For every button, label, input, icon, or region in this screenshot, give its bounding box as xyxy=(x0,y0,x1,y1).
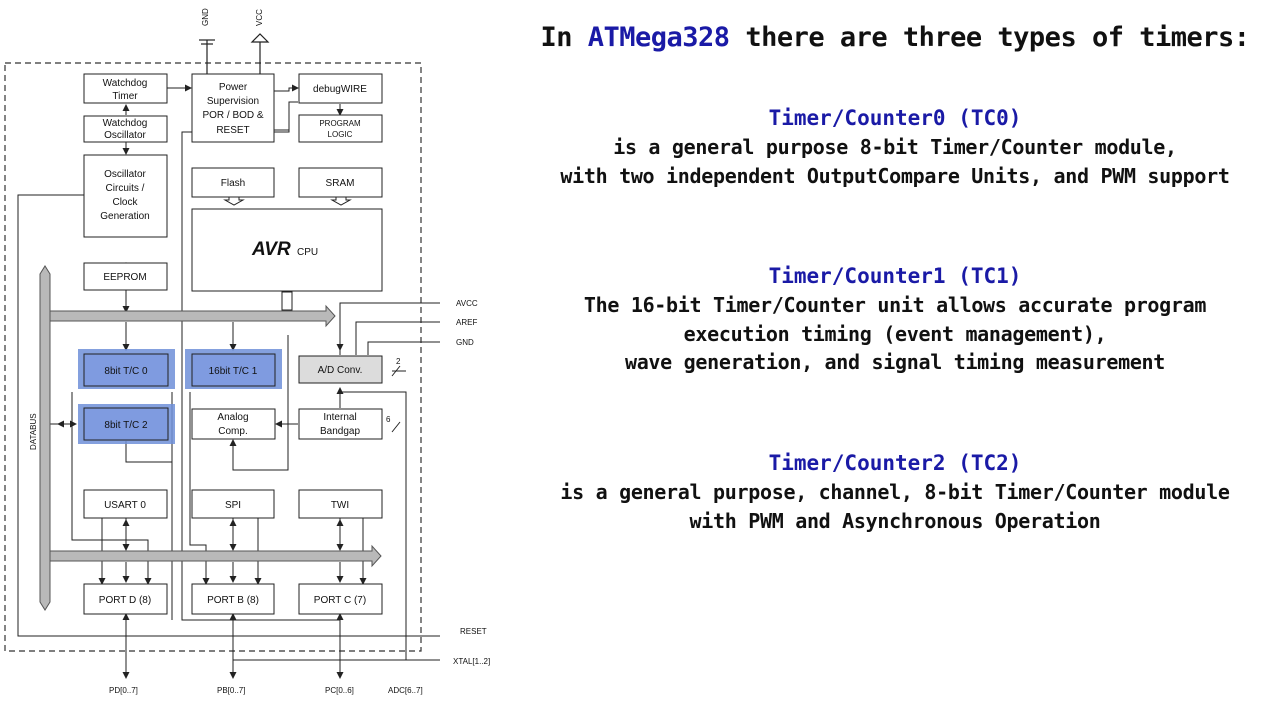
sram-label: SRAM xyxy=(326,178,355,189)
timer2-line-2: with PWM and Asynchronous Operation xyxy=(689,508,1101,533)
tc1-block xyxy=(191,353,276,387)
title-prefix: In xyxy=(540,22,588,53)
databus-label: DATABUS xyxy=(29,413,38,450)
timer2-section: Timer/Counter2 (TC2) is a general purpos… xyxy=(510,449,1280,535)
atmega328-block-diagram: GND VCC xyxy=(4,8,490,695)
twi-block xyxy=(298,489,383,519)
adc-label: A/D Conv. xyxy=(318,365,363,376)
sram-block xyxy=(298,167,383,198)
osc-circuits-block xyxy=(83,154,168,238)
flash-label: Flash xyxy=(221,178,245,189)
analog-comp-label-2: Comp. xyxy=(218,426,247,437)
analog-comp-label-1: Analog xyxy=(217,412,248,423)
analog-comp-block xyxy=(191,408,276,440)
xtal-label: XTAL[1..2] xyxy=(453,657,490,666)
timer0-heading: Timer/Counter0 (TC0) xyxy=(768,106,1022,130)
avr-logo: AVR xyxy=(251,239,291,260)
debugwire-block xyxy=(298,73,383,104)
osc-label-3: Clock xyxy=(112,197,138,208)
watchdog-osc-label-1: Watchdog xyxy=(103,118,148,129)
cpu-block xyxy=(191,208,383,292)
timer1-heading: Timer/Counter1 (TC1) xyxy=(768,264,1022,288)
osc-label-1: Oscillator xyxy=(104,169,146,180)
timer2-heading: Timer/Counter2 (TC2) xyxy=(768,451,1022,475)
agnd-label: GND xyxy=(456,338,474,347)
reset-label: RESET xyxy=(460,627,487,636)
portc-label: PORT C (7) xyxy=(314,595,366,606)
blocks xyxy=(83,73,383,615)
watchdog-osc-label-2: Oscillator xyxy=(104,130,146,141)
tc2-label: 8bit T/C 2 xyxy=(104,420,148,431)
timer0-line-1: is a general purpose 8-bit Timer/Counter… xyxy=(613,135,1177,159)
aref-label: AREF xyxy=(456,318,477,327)
page-title: In ATMega328 there are three types of ti… xyxy=(510,22,1280,53)
pc-pins-label: PC[0..6] xyxy=(325,686,354,695)
program-logic-label-1: PROGRAM xyxy=(319,119,361,128)
power-label-3: POR / BOD & xyxy=(202,110,263,121)
portb-block xyxy=(191,583,275,615)
timer1-line-2: execution timing (event management), xyxy=(683,321,1107,346)
timer1-line-3: wave generation, and signal timing measu… xyxy=(624,350,1166,374)
gnd-symbol xyxy=(199,39,215,75)
timer1-section: Timer/Counter1 (TC1) The 16-bit Timer/Co… xyxy=(510,262,1280,377)
portc-block xyxy=(298,583,383,615)
program-logic-block xyxy=(298,114,383,143)
spi-label: SPI xyxy=(225,500,241,511)
timer2-line-1: is a general purpose, channel, 8-bit Tim… xyxy=(560,480,1230,504)
osc-label-2: Circuits / xyxy=(106,183,145,194)
twi-label: TWI xyxy=(331,500,349,511)
watchdog-timer-label-1: Watchdog xyxy=(103,78,148,89)
data-bus xyxy=(39,265,382,611)
wiring xyxy=(17,84,440,679)
cpu-label: CPU xyxy=(297,247,318,258)
tc2-block xyxy=(83,407,169,441)
debugwire-label: debugWIRE xyxy=(313,84,367,95)
osc-label-4: Generation xyxy=(100,211,149,222)
bandgap-label-1: Internal xyxy=(323,412,356,423)
usart-label: USART 0 xyxy=(104,500,146,511)
timer1-line-1: The 16-bit Timer/Counter unit allows acc… xyxy=(583,293,1207,317)
pb-pins-label: PB[0..7] xyxy=(217,686,245,695)
usart-block xyxy=(83,489,168,519)
timer0-line-2: with two independent OutputCompare Units… xyxy=(560,163,1230,188)
title-suffix: there are three types of timers: xyxy=(729,22,1250,53)
program-logic-label-2: LOGIC xyxy=(328,130,353,139)
watchdog-osc-block xyxy=(83,115,168,143)
flash-block xyxy=(191,167,275,198)
power-label-1: Power xyxy=(219,82,248,93)
eeprom-label: EEPROM xyxy=(103,272,146,283)
eeprom-block xyxy=(83,262,168,291)
bandgap-block xyxy=(298,408,383,440)
pd-pins-label: PD[0..7] xyxy=(109,686,138,695)
spi-block xyxy=(191,489,275,519)
gnd-label: GND xyxy=(201,8,210,26)
avcc-label: AVCC xyxy=(456,299,478,308)
vcc-label: VCC xyxy=(255,9,264,26)
timer0-section: Timer/Counter0 (TC0) is a general purpos… xyxy=(510,104,1280,190)
portd-label: PORT D (8) xyxy=(99,595,151,606)
chip-outline xyxy=(4,62,422,652)
bus6-label: 6 xyxy=(386,415,391,424)
title-accent: ATMega328 xyxy=(587,22,730,53)
vcc-symbol xyxy=(250,33,270,75)
bandgap-label-2: Bandgap xyxy=(320,426,360,437)
portd-block xyxy=(83,583,168,615)
memory-bus-arrows xyxy=(223,196,352,311)
power-label-4: RESET xyxy=(216,125,249,136)
watchdog-timer-block xyxy=(83,73,168,104)
watchdog-timer-label-2: Timer xyxy=(112,91,138,102)
adc-block xyxy=(298,355,383,384)
adc-pins-label: ADC[6..7] xyxy=(388,686,423,695)
power-label-2: Supervision xyxy=(207,96,259,107)
tc0-block xyxy=(83,353,169,387)
tc0-label: 8bit T/C 0 xyxy=(104,366,148,377)
power-supervision-block xyxy=(191,73,275,143)
tc1-label: 16bit T/C 1 xyxy=(209,366,258,377)
portb-label: PORT B (8) xyxy=(207,595,259,606)
bus2-label: 2 xyxy=(396,357,401,366)
